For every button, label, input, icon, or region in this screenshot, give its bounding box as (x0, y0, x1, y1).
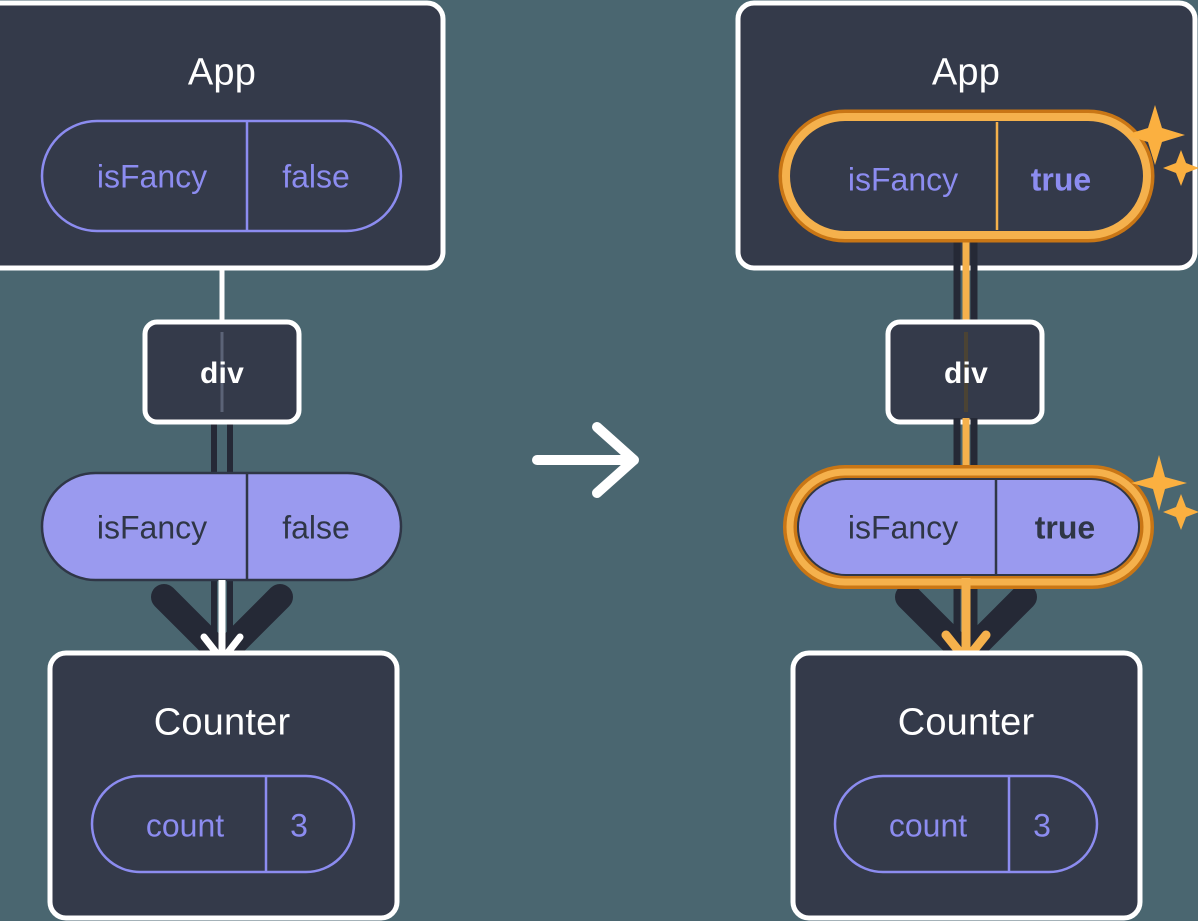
counter-state-pill-right (833, 774, 1099, 874)
app-state-pill-left (40, 119, 403, 233)
counter-card-right (790, 650, 1143, 921)
app-card-left (0, 0, 446, 271)
counter-state-pill-left (90, 774, 356, 874)
counter-card-left (47, 650, 400, 921)
sparkle-group-prop-right (1131, 455, 1198, 530)
prop-pill-right (783, 465, 1154, 589)
prop-arrow-white-left (200, 580, 244, 664)
div-box-right (885, 319, 1045, 425)
panel-before (0, 0, 446, 921)
prop-pill-left (40, 471, 403, 582)
panel-after (735, 0, 1198, 921)
sparkle-group-app-right (1125, 105, 1198, 186)
prop-arrow-orange-right (941, 578, 991, 665)
app-state-pill-right (778, 109, 1155, 243)
transition-arrow-icon (532, 422, 639, 498)
div-box-left (142, 319, 302, 425)
